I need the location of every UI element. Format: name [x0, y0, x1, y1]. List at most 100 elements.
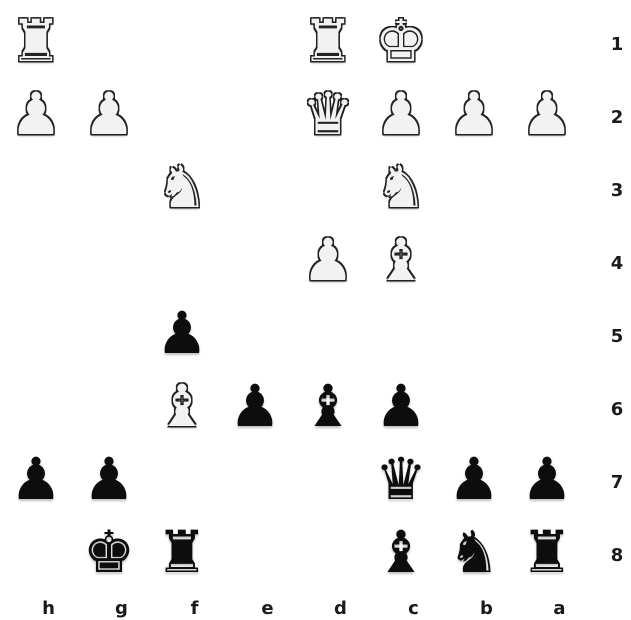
square-f1[interactable] — [146, 4, 219, 77]
square-e3[interactable] — [219, 150, 292, 223]
square-g5[interactable] — [73, 296, 146, 369]
white-pawn-icon[interactable]: ♟ — [375, 85, 427, 143]
square-a1[interactable] — [511, 4, 584, 77]
black-pawn-icon[interactable]: ♟ — [229, 377, 281, 435]
square-b6[interactable] — [438, 369, 511, 442]
square-c8[interactable]: ♝ — [365, 515, 438, 588]
black-rook-icon[interactable]: ♜ — [521, 523, 573, 581]
square-c7[interactable]: ♛ — [365, 442, 438, 515]
black-bishop-icon[interactable]: ♝ — [375, 523, 427, 581]
square-b8[interactable]: ♞ — [438, 515, 511, 588]
square-f7[interactable] — [146, 442, 219, 515]
square-f2[interactable] — [146, 77, 219, 150]
rank-label-1: 1 — [604, 8, 630, 81]
square-d6[interactable]: ♝ — [292, 369, 365, 442]
square-d2[interactable]: ♛ — [292, 77, 365, 150]
square-h4[interactable] — [0, 223, 73, 296]
square-e7[interactable] — [219, 442, 292, 515]
white-pawn-icon[interactable]: ♟ — [448, 85, 500, 143]
black-king-icon[interactable]: ♚ — [83, 523, 135, 581]
square-a6[interactable] — [511, 369, 584, 442]
square-g3[interactable] — [73, 150, 146, 223]
square-h7[interactable]: ♟ — [0, 442, 73, 515]
square-c6[interactable]: ♟ — [365, 369, 438, 442]
black-pawn-icon[interactable]: ♟ — [448, 450, 500, 508]
square-b1[interactable] — [438, 4, 511, 77]
square-a7[interactable]: ♟ — [511, 442, 584, 515]
square-a5[interactable] — [511, 296, 584, 369]
square-d8[interactable] — [292, 515, 365, 588]
square-g6[interactable] — [73, 369, 146, 442]
square-a8[interactable]: ♜ — [511, 515, 584, 588]
square-g7[interactable]: ♟ — [73, 442, 146, 515]
white-knight-icon[interactable]: ♞ — [375, 158, 427, 216]
file-label-f: f — [158, 597, 231, 619]
square-c5[interactable] — [365, 296, 438, 369]
square-c1[interactable]: ♚ — [365, 4, 438, 77]
black-pawn-icon[interactable]: ♟ — [83, 450, 135, 508]
black-pawn-icon[interactable]: ♟ — [521, 450, 573, 508]
square-c2[interactable]: ♟ — [365, 77, 438, 150]
white-pawn-icon[interactable]: ♟ — [10, 85, 62, 143]
black-pawn-icon[interactable]: ♟ — [156, 304, 208, 362]
square-e6[interactable]: ♟ — [219, 369, 292, 442]
square-f6[interactable]: ♝ — [146, 369, 219, 442]
square-g1[interactable] — [73, 4, 146, 77]
square-f8[interactable]: ♜ — [146, 515, 219, 588]
square-h3[interactable] — [0, 150, 73, 223]
black-rook-icon[interactable]: ♜ — [156, 523, 208, 581]
white-pawn-icon[interactable]: ♟ — [83, 85, 135, 143]
square-c4[interactable]: ♝ — [365, 223, 438, 296]
square-e5[interactable] — [219, 296, 292, 369]
square-e4[interactable] — [219, 223, 292, 296]
square-h5[interactable] — [0, 296, 73, 369]
white-king-icon[interactable]: ♚ — [375, 12, 427, 70]
chess-board: ♜ ♜ ♚ ♟ ♟ ♛ ♟ ♟ ♟ ♞ ♞ ♟ ♝ ♟ ♝ ♟ ♝ ♟ ♟ ♟ ♛ ♟ ♟ ♚ ♜ ♝ ♞ ♜ — [0, 0, 584, 584]
black-pawn-icon[interactable]: ♟ — [375, 377, 427, 435]
square-d3[interactable] — [292, 150, 365, 223]
black-knight-icon[interactable]: ♞ — [448, 523, 500, 581]
white-bishop-icon[interactable]: ♝ — [375, 231, 427, 289]
rank-label-3: 3 — [604, 154, 630, 227]
square-e2[interactable] — [219, 77, 292, 150]
square-f4[interactable] — [146, 223, 219, 296]
square-d7[interactable] — [292, 442, 365, 515]
square-e8[interactable] — [219, 515, 292, 588]
square-e1[interactable] — [219, 4, 292, 77]
square-a2[interactable]: ♟ — [511, 77, 584, 150]
white-pawn-icon[interactable]: ♟ — [521, 85, 573, 143]
square-d4[interactable]: ♟ — [292, 223, 365, 296]
white-pawn-icon[interactable]: ♟ — [302, 231, 354, 289]
file-label-b: b — [450, 597, 523, 619]
rank-label-2: 2 — [604, 81, 630, 154]
black-bishop-icon[interactable]: ♝ — [302, 377, 354, 435]
white-rook-icon[interactable]: ♜ — [10, 12, 62, 70]
square-a3[interactable] — [511, 150, 584, 223]
square-d1[interactable]: ♜ — [292, 4, 365, 77]
square-h6[interactable] — [0, 369, 73, 442]
square-h8[interactable] — [0, 515, 73, 588]
square-b7[interactable]: ♟ — [438, 442, 511, 515]
square-h2[interactable]: ♟ — [0, 77, 73, 150]
square-g2[interactable]: ♟ — [73, 77, 146, 150]
black-pawn-icon[interactable]: ♟ — [10, 450, 62, 508]
white-knight-icon[interactable]: ♞ — [156, 158, 208, 216]
black-queen-icon[interactable]: ♛ — [375, 450, 427, 508]
square-b3[interactable] — [438, 150, 511, 223]
square-d5[interactable] — [292, 296, 365, 369]
square-h1[interactable]: ♜ — [0, 4, 73, 77]
square-b4[interactable] — [438, 223, 511, 296]
white-bishop-icon[interactable]: ♝ — [156, 377, 208, 435]
file-label-h: h — [12, 597, 85, 619]
square-g8[interactable]: ♚ — [73, 515, 146, 588]
white-queen-icon[interactable]: ♛ — [302, 85, 354, 143]
square-c3[interactable]: ♞ — [365, 150, 438, 223]
square-f5[interactable]: ♟ — [146, 296, 219, 369]
square-b5[interactable] — [438, 296, 511, 369]
square-g4[interactable] — [73, 223, 146, 296]
square-a4[interactable] — [511, 223, 584, 296]
file-label-e: e — [231, 597, 304, 619]
square-f3[interactable]: ♞ — [146, 150, 219, 223]
square-b2[interactable]: ♟ — [438, 77, 511, 150]
white-rook-icon[interactable]: ♜ — [302, 12, 354, 70]
